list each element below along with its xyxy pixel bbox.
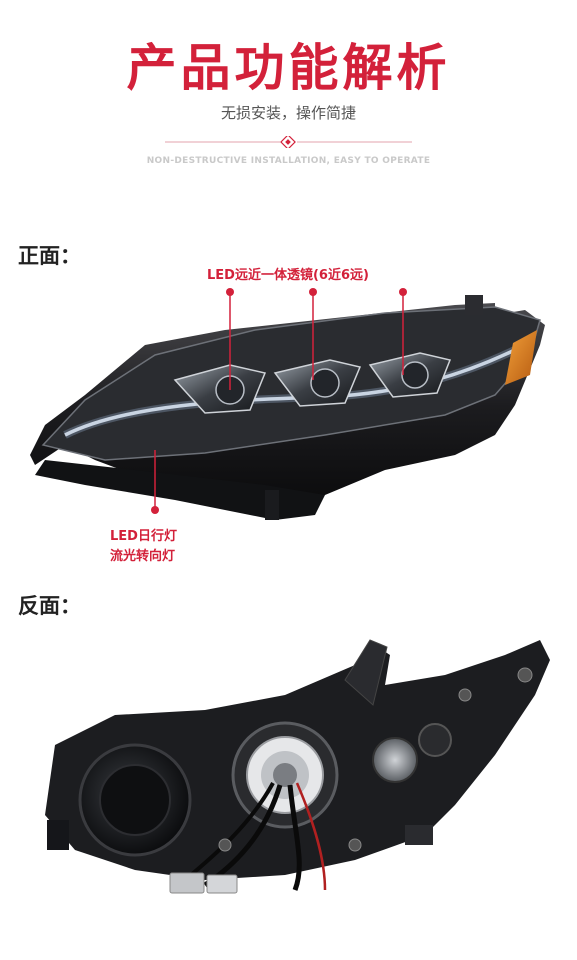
page-title: 产品功能解析: [126, 39, 451, 97]
drl-callout-line1: LED日行灯: [110, 529, 177, 544]
back-section-label: 反面：: [18, 594, 81, 618]
title-divider: [165, 136, 412, 148]
drl-callout-line2: 流光转向灯: [110, 549, 176, 564]
page-subtitle: 无损安装，操作简捷: [220, 104, 356, 122]
lens-callout: LED远近一体透镜(6近6远): [207, 268, 369, 283]
english-subtitle: NON-DESTRUCTIVE INSTALLATION, EASY TO OP…: [146, 156, 431, 166]
headlight-front-image: [30, 295, 545, 520]
callout-lines: [151, 288, 407, 514]
headlight-back-image: [45, 639, 550, 894]
front-section-label: 正面：: [18, 244, 81, 268]
